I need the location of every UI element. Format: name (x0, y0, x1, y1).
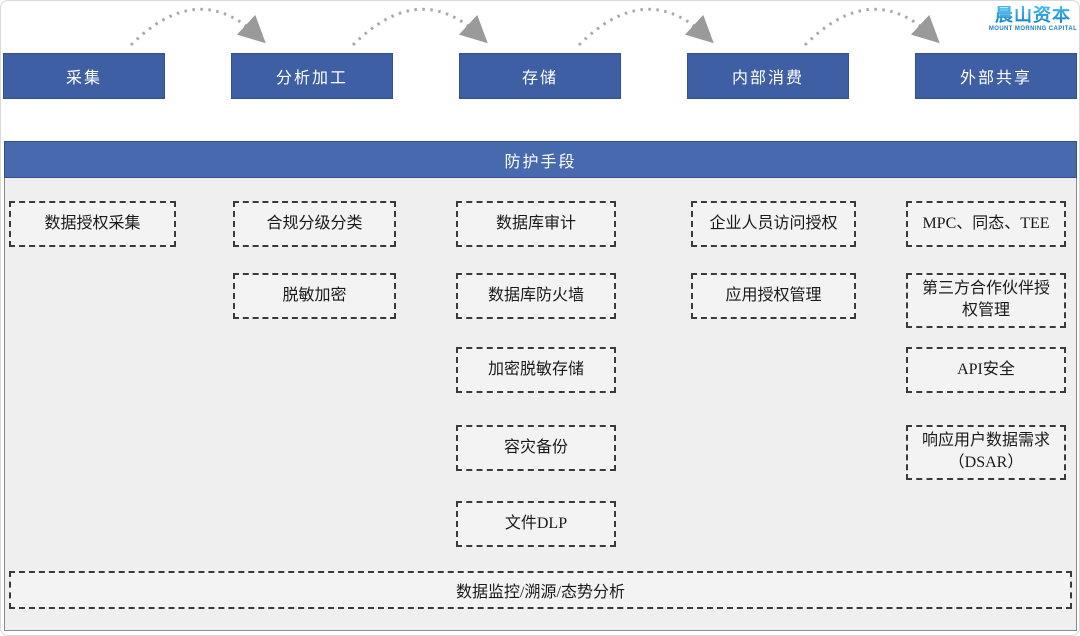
stage-box-collection: 采集 (3, 53, 165, 99)
cell-disaster-backup: 容灾备份 (456, 425, 616, 471)
cell-employee-access-auth: 企业人员访问授权 (691, 201, 856, 247)
panel-header: 防护手段 (4, 141, 1077, 178)
flow-arrow-2 (351, 7, 488, 47)
cell-encrypted-storage: 加密脱敏存储 (456, 347, 616, 393)
panel-body (4, 178, 1077, 631)
cell-api-security: API安全 (906, 347, 1066, 393)
logo-subtext: MOUNT MORNING CAPITAL (988, 25, 1078, 32)
cell-monitoring-traceability: 数据监控/溯源/态势分析 (9, 571, 1072, 609)
cell-dsar-response: 响应用户数据需求（DSAR） (906, 425, 1066, 480)
protection-panel: 防护手段 数据授权采集 合规分级分类 脱敏加密 数据库审计 数据库防火墙 加密脱… (4, 141, 1077, 631)
cell-database-firewall: 数据库防火墙 (456, 273, 616, 319)
flow-arrow-1 (129, 7, 266, 47)
flow-arrows (129, 7, 940, 47)
stage-box-analysis: 分析加工 (231, 53, 393, 99)
cell-authorized-collection: 数据授权采集 (9, 201, 176, 247)
stage-box-external-share: 外部共享 (915, 53, 1077, 99)
stage-box-internal-consume: 内部消费 (687, 53, 849, 99)
logo-wordmark: 晨山资本 (987, 6, 1079, 25)
cell-desensitization-encryption: 脱敏加密 (233, 273, 396, 319)
flow-arrow-3 (577, 7, 714, 47)
cell-app-auth-management: 应用授权管理 (691, 273, 856, 319)
cell-compliance-classification: 合规分级分类 (233, 201, 396, 247)
cell-file-dlp: 文件DLP (456, 501, 616, 547)
cell-database-audit: 数据库审计 (456, 201, 616, 247)
cell-third-party-auth: 第三方合作伙伴授权管理 (906, 273, 1066, 328)
flow-arrow-4 (803, 7, 940, 47)
cell-mpc-he-tee: MPC、同态、TEE (906, 201, 1066, 247)
panel-title: 防护手段 (504, 153, 577, 171)
stage-box-storage: 存储 (459, 53, 621, 99)
brand-logo: 晨山资本 MOUNT MORNING CAPITAL (987, 6, 1079, 32)
